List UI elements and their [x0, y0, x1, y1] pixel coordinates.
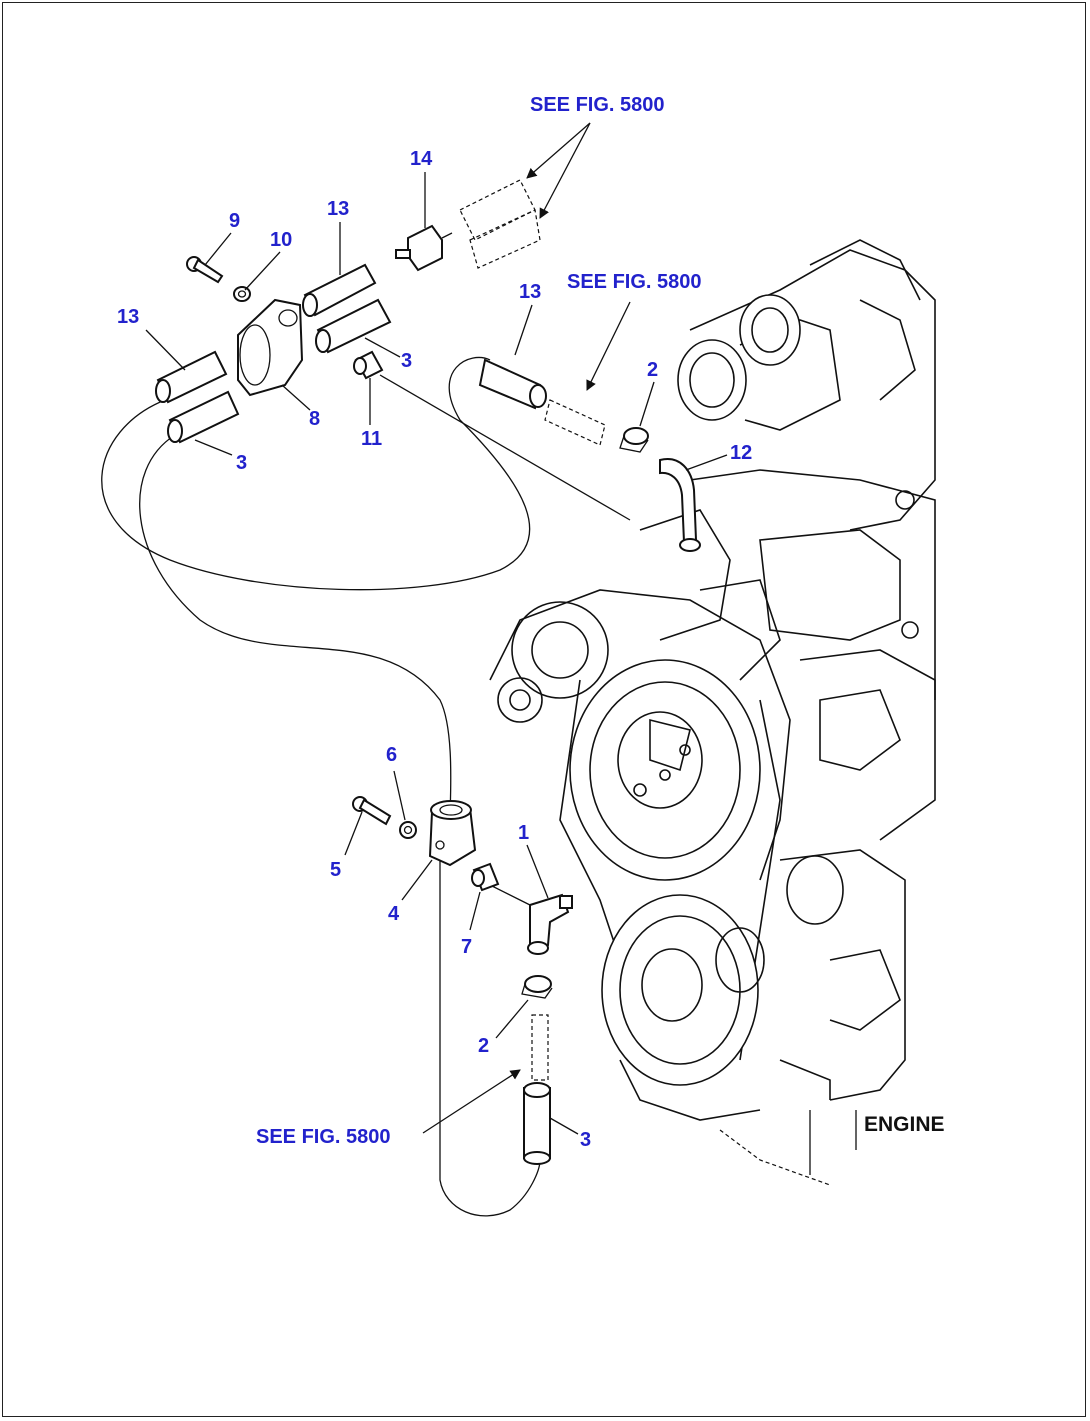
callout-13: 13 — [327, 198, 349, 220]
see-fig-label-top: SEE FIG. 5800 — [530, 94, 665, 116]
part-5-bolt[interactable] — [352, 796, 392, 826]
part-2-clamp-upper[interactable] — [619, 427, 649, 453]
part-13-hose-right[interactable] — [478, 358, 547, 410]
hose-routing-lines — [101, 356, 631, 1217]
part-14-fitting[interactable] — [395, 224, 453, 272]
callout-2: 2 — [478, 1035, 489, 1057]
callout-8: 8 — [309, 408, 320, 430]
callout-3: 3 — [401, 350, 412, 372]
part-6-washer[interactable] — [399, 821, 417, 839]
callout-4: 4 — [388, 903, 400, 925]
callout-7: 7 — [461, 936, 472, 958]
callout-3: 3 — [236, 452, 247, 474]
part-10-washer[interactable] — [233, 286, 251, 302]
part-4-fitting-block[interactable] — [428, 800, 477, 867]
callout-1: 1 — [518, 822, 529, 844]
callout-12: 12 — [730, 442, 752, 464]
callout-3: 3 — [580, 1129, 591, 1151]
part-2-clamp-lower[interactable] — [521, 975, 553, 999]
ghost-hose-top — [459, 179, 541, 269]
ghost-pipe-right — [544, 399, 606, 446]
leader-lines — [145, 122, 728, 1135]
part-7-bushing[interactable] — [471, 862, 500, 892]
callout-6: 6 — [386, 744, 397, 766]
part-13-hose-left[interactable] — [155, 350, 228, 404]
see-fig-label-mid: SEE FIG. 5800 — [567, 271, 702, 293]
part-1-elbow[interactable] — [527, 893, 573, 955]
part-11-bushing[interactable] — [353, 350, 384, 380]
part-13-hose-upper[interactable] — [302, 263, 377, 317]
engine-illustration — [489, 239, 936, 1186]
part-3-hose-lower[interactable] — [523, 1082, 551, 1165]
callout-13: 13 — [519, 281, 541, 303]
engine-label: ENGINE — [864, 1113, 945, 1136]
part-3-hose-upper[interactable] — [315, 298, 392, 354]
part-8-bracket[interactable] — [237, 298, 304, 397]
part-9-bolt[interactable] — [186, 256, 224, 284]
callout-2: 2 — [647, 359, 658, 381]
callout-5: 5 — [330, 859, 341, 881]
callout-14: 14 — [410, 148, 433, 170]
ghost-pipe-lower — [531, 1014, 549, 1081]
callout-11: 11 — [361, 428, 382, 450]
see-fig-label-bottom: SEE FIG. 5800 — [256, 1126, 391, 1148]
callout-10: 10 — [270, 229, 292, 251]
callout-13: 13 — [117, 306, 139, 328]
callout-9: 9 — [229, 210, 240, 232]
part-12-bent-pipe[interactable] — [659, 458, 701, 552]
part-3-hose-left[interactable] — [167, 390, 240, 444]
